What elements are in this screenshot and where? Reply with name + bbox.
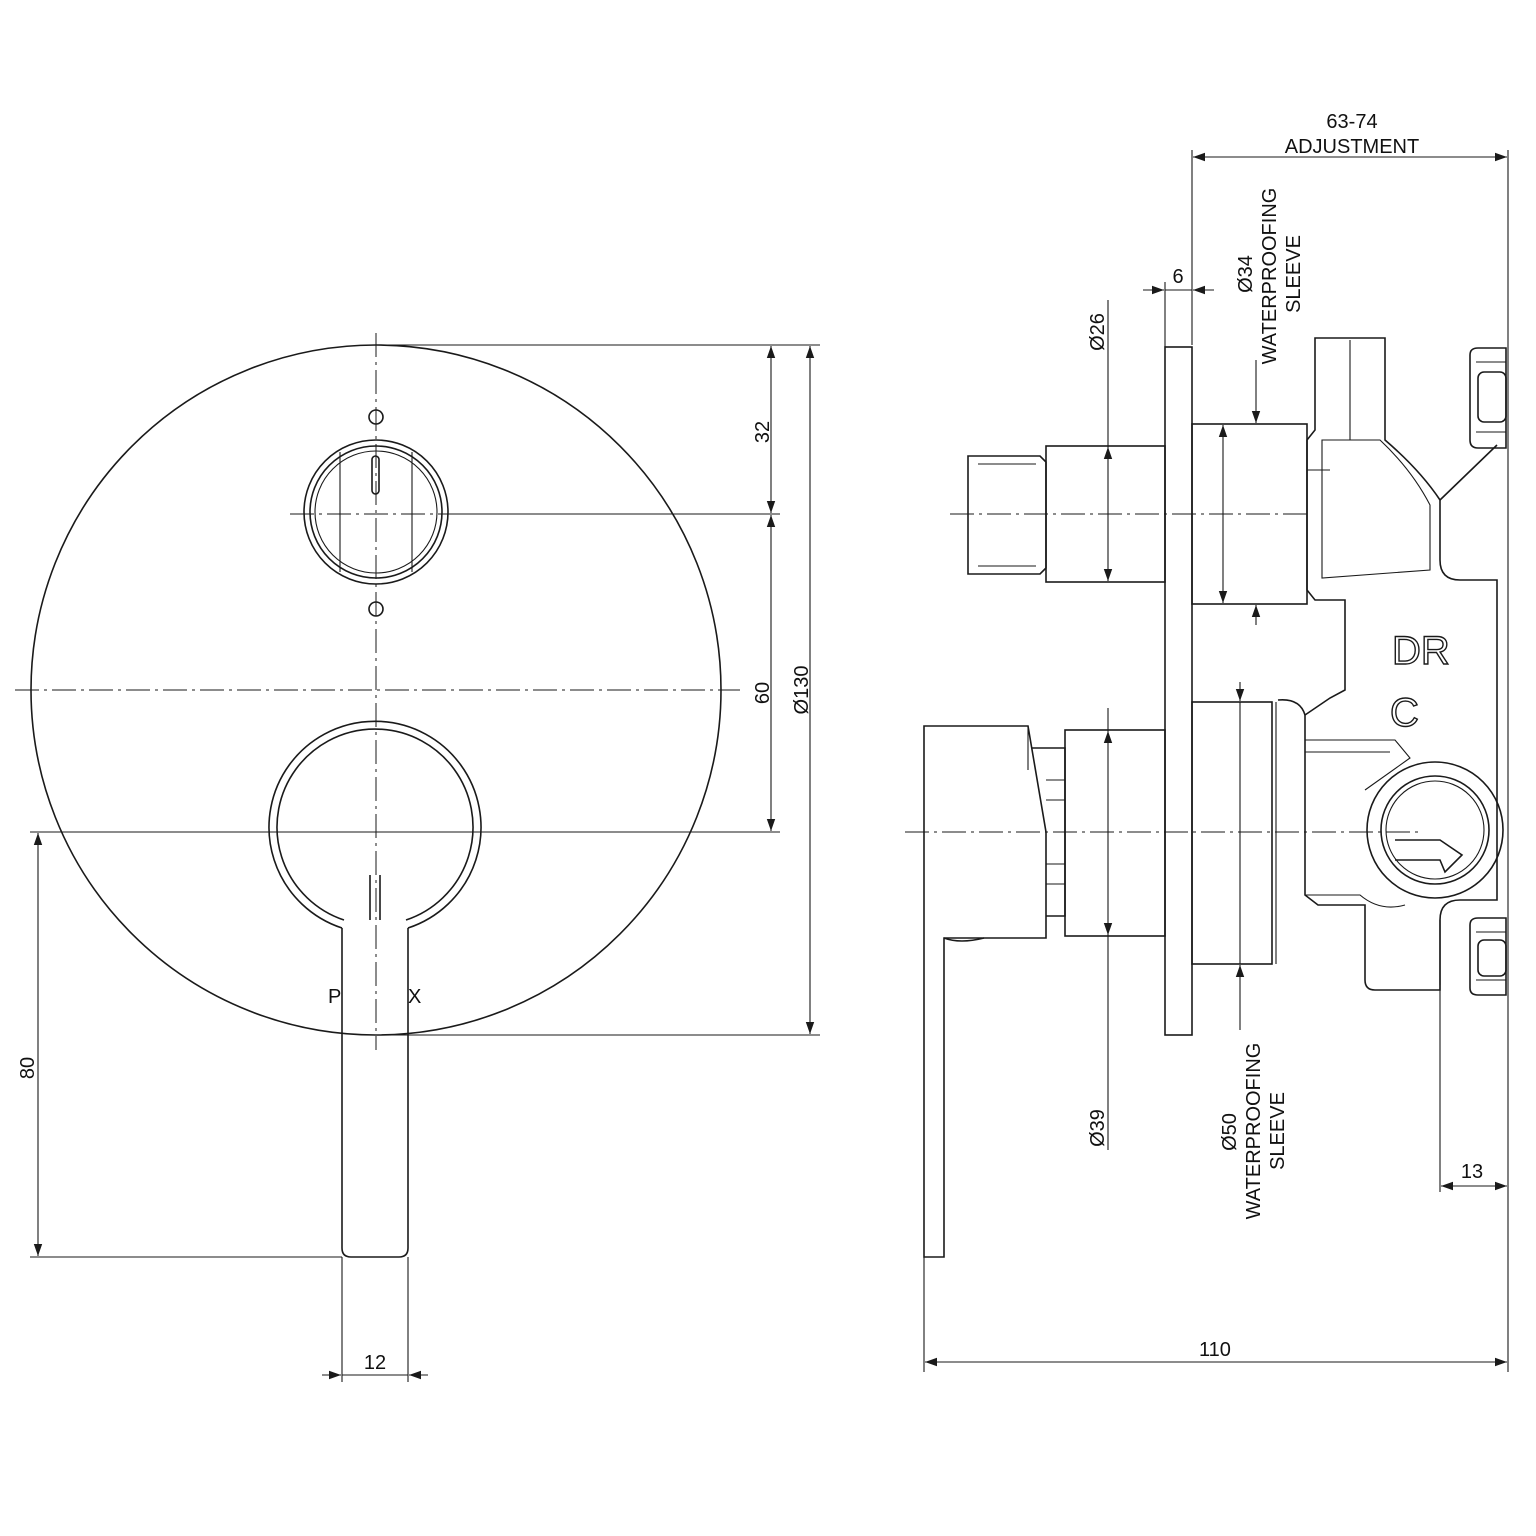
- marking-dr: DR: [1392, 629, 1450, 673]
- sleeve-lower-line1: WATERPROOFING: [1243, 1043, 1265, 1220]
- lower-position-dot: [368, 601, 384, 617]
- front-view: P X 32 60 Ø130 80 12: [15, 333, 820, 1382]
- dim-body-offset: 13: [1461, 1161, 1483, 1183]
- brand-letter-right: X: [408, 986, 421, 1008]
- mixer-lever: [268, 720, 482, 1258]
- sleeve-upper-line1: WATERPROOFING: [1259, 188, 1281, 365]
- dim-handle-hub-diameter: Ø39: [1087, 1109, 1109, 1147]
- lower-waterproofing-sleeve: [1191, 701, 1273, 965]
- dim-lever-width: 12: [364, 1352, 386, 1374]
- sleeve-lower-line2: SLEEVE: [1267, 1092, 1289, 1170]
- dim-plate-diameter: Ø130: [791, 666, 813, 715]
- lower-port: [1469, 917, 1507, 996]
- side-view: DR C 63-74 ADJUSTMENT 6 Ø26 Ø34 WATERPRO…: [905, 111, 1509, 1372]
- outlet-port: [1366, 761, 1504, 899]
- brand-letter-left: P: [328, 986, 341, 1008]
- dim-lever-height: 80: [17, 1057, 39, 1079]
- dim-adjustment-label: ADJUSTMENT: [1285, 136, 1419, 158]
- upper-position-dot: [368, 409, 384, 425]
- dim-sleeve-lower-diameter: Ø50: [1219, 1113, 1241, 1151]
- dim-spindle-diameter: Ø26: [1087, 313, 1109, 351]
- dim-upper-offset: 32: [752, 421, 774, 443]
- sleeve-upper-line2: SLEEVE: [1283, 235, 1305, 313]
- side-diverter-knob: [967, 445, 1166, 583]
- knob-indicator-mark: [371, 455, 380, 495]
- marking-c: C: [1390, 691, 1419, 735]
- dim-sleeve-upper-diameter: Ø34: [1235, 255, 1257, 293]
- dim-centre-spacing: 60: [752, 682, 774, 704]
- dim-total-depth: 110: [1199, 1339, 1231, 1361]
- valve-body: [1277, 337, 1498, 991]
- dim-adjustment-value: 63-74: [1326, 111, 1377, 133]
- side-mixer-lever: [923, 725, 1166, 1258]
- upper-port: [1469, 347, 1507, 449]
- dim-plate-thickness: 6: [1172, 266, 1183, 288]
- diverter-knob: [303, 439, 449, 585]
- side-cover-plate: [1164, 346, 1193, 1036]
